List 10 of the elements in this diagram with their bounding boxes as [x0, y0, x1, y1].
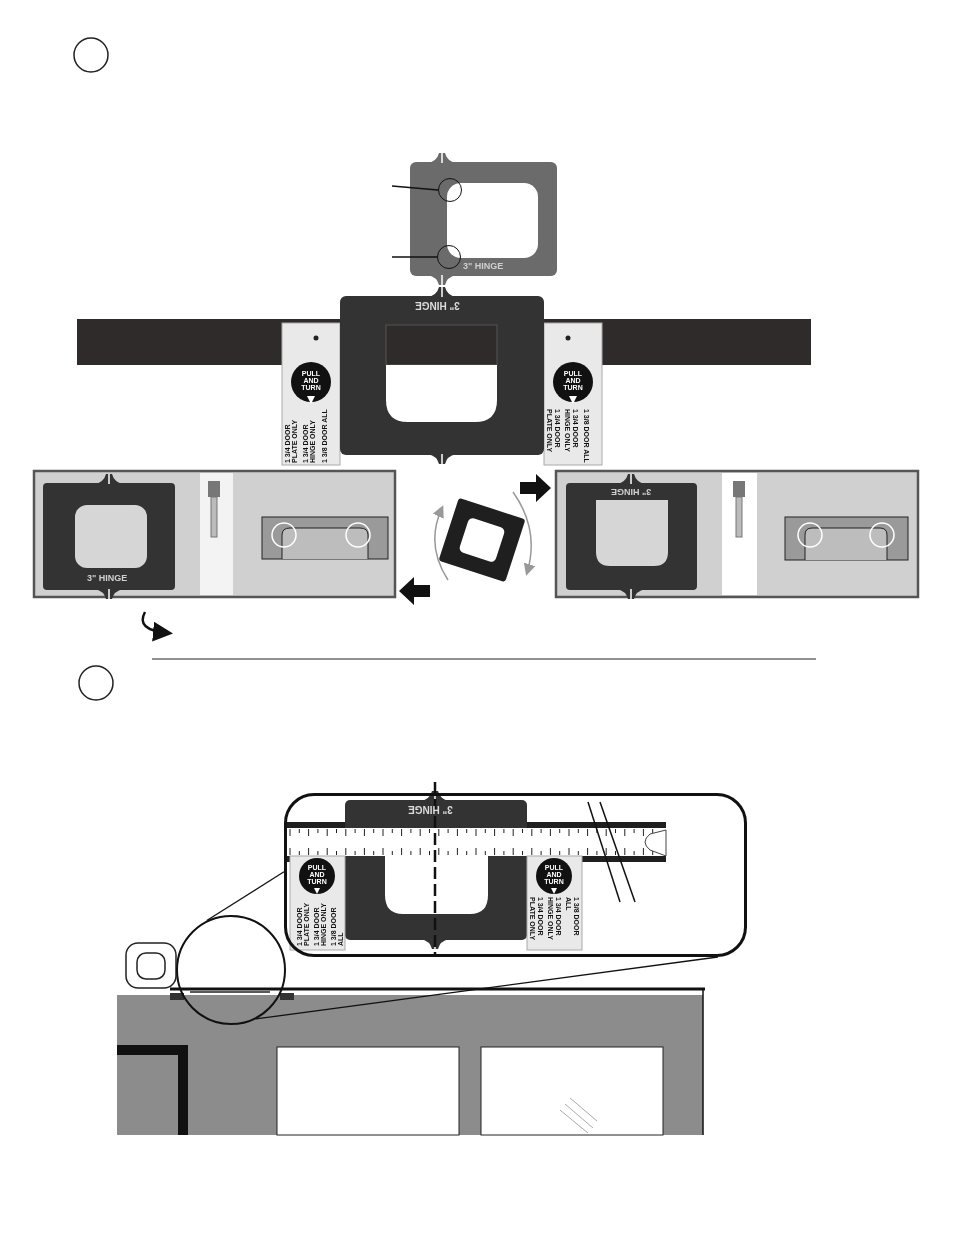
zoom-line [206, 871, 285, 922]
leader-line [391, 185, 439, 191]
zoom-line [255, 956, 719, 1020]
stamped-text: 3" HINGE [87, 574, 128, 583]
magnifier-circle [176, 915, 286, 1025]
stamped-text: 3" HINGE [415, 300, 460, 310]
stamped-text: 3" HINGE [408, 804, 453, 814]
stamped-text: 3" HINGE [611, 487, 652, 496]
zoom-callout [284, 793, 747, 957]
leader-line [391, 256, 438, 258]
